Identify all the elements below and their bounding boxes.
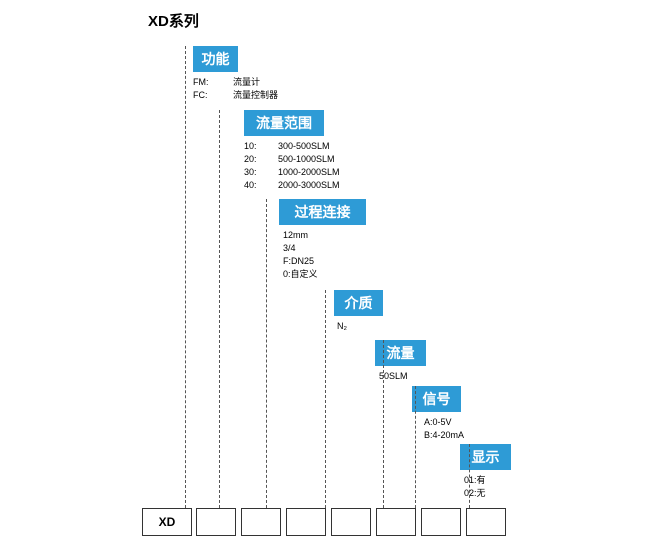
option-row: 3/4 [283, 242, 318, 255]
option-code: B:4-20mA [424, 430, 465, 440]
option-code: 01:有 [464, 475, 486, 485]
page-title: XD系列 [148, 13, 199, 30]
option-row: 40: 2000-3000SLM [244, 179, 340, 192]
options-flow-range: 10: 300-500SLM 20: 500-1000SLM 30: 1000-200… [244, 140, 340, 192]
option-code: 0: [283, 269, 291, 279]
option-text: 300-500SLM [278, 141, 330, 151]
option-code: 50SLM [379, 371, 408, 381]
option-row: 01:有 [464, 474, 486, 487]
slot-box-function[interactable] [196, 508, 236, 536]
option-code: F:DN25 [283, 256, 315, 266]
leader-line-function [185, 46, 186, 508]
options-display: 01:有 02:无 [464, 474, 486, 500]
option-code: 3/4 [283, 243, 296, 253]
option-text: 500-1000SLM [278, 154, 335, 164]
option-code: 10: [244, 141, 257, 151]
option-row: FM: 流量计 [193, 76, 278, 89]
option-text: 1000-2000SLM [278, 167, 340, 177]
option-text: 流量计 [233, 77, 261, 87]
option-code: A:0-5V [424, 417, 452, 427]
options-process-connection: 12mm 3/4 F:DN25 0:自定义 [283, 229, 318, 281]
option-row: FC: 流量控制器 [193, 89, 278, 102]
leader-line-signal [415, 386, 416, 508]
option-code: N₂ [337, 321, 347, 331]
option-text: 自定义 [290, 269, 318, 279]
option-row: 10: 300-500SLM [244, 140, 340, 153]
option-row: N₂ [337, 320, 347, 333]
option-code: 02:无 [464, 488, 486, 498]
leader-line-flow-range [219, 110, 220, 508]
category-box-flow-range: 流量范围 [244, 110, 324, 136]
leader-line-flow [383, 340, 384, 508]
leader-line-process-connection [266, 199, 267, 508]
category-box-function: 功能 [193, 46, 238, 72]
slot-box-process-connection[interactable] [286, 508, 326, 536]
option-code: 20: [244, 154, 257, 164]
slot-box-signal[interactable] [421, 508, 461, 536]
option-text: 2000-3000SLM [278, 180, 340, 190]
leader-line-display [469, 444, 470, 508]
category-box-medium: 介质 [334, 290, 383, 316]
option-row: A:0-5V [424, 416, 464, 429]
slot-box-display[interactable] [466, 508, 506, 536]
option-code: FC: [193, 90, 208, 100]
option-row: B:4-20mA [424, 429, 464, 442]
category-box-signal: 信号 [412, 386, 461, 412]
option-row: 30: 1000-2000SLM [244, 166, 340, 179]
option-row: 02:无 [464, 487, 486, 500]
option-code: 30: [244, 167, 257, 177]
options-flow: 50SLM [379, 370, 408, 383]
options-function: FM: 流量计 FC: 流量控制器 [193, 76, 278, 102]
option-text: 流量控制器 [233, 90, 279, 100]
options-medium: N₂ [337, 320, 347, 333]
option-row: 12mm [283, 229, 318, 242]
option-code: 12mm [283, 230, 309, 240]
options-signal: A:0-5V B:4-20mA [424, 416, 464, 442]
slot-box-medium[interactable] [331, 508, 371, 536]
slot-box-model[interactable]: XD [142, 508, 192, 536]
slot-box-flow[interactable] [376, 508, 416, 536]
option-code: FM: [193, 77, 209, 87]
option-code: 40: [244, 180, 257, 190]
option-row: 20: 500-1000SLM [244, 153, 340, 166]
leader-line-medium [325, 290, 326, 508]
option-row: 50SLM [379, 370, 408, 383]
option-row: F:DN25 [283, 255, 318, 268]
option-row: 0:自定义 [283, 268, 318, 281]
category-box-process-connection: 过程连接 [279, 199, 366, 225]
slot-box-flow-range[interactable] [241, 508, 281, 536]
category-box-display: 显示 [460, 444, 511, 470]
